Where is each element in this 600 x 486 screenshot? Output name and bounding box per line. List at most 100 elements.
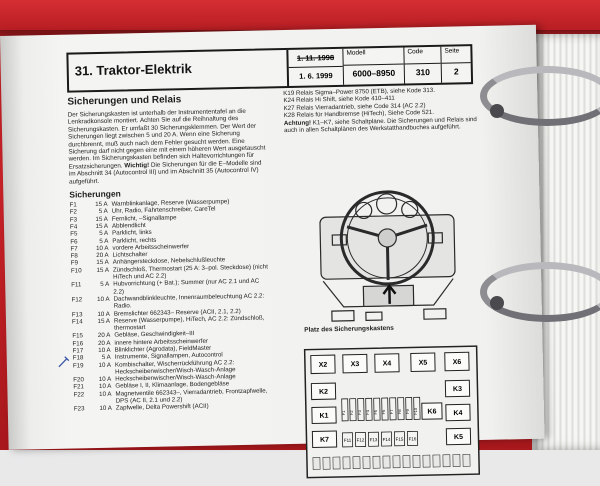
relay-k6: K6 (421, 402, 443, 420)
relay-k2-label: K2 (319, 389, 328, 396)
fuse-id: F11 (71, 281, 82, 289)
fuse-slot-label: F2 (349, 410, 354, 416)
page-header: 31. Traktor-Elektrik 1. 11. 1998 1. 6. 1… (66, 44, 474, 93)
fuse-amp: 10 A (98, 361, 111, 369)
fuse-slot-label: F13 (370, 437, 378, 442)
date-new: 1. 6. 1999 (299, 71, 333, 81)
warning-label: Wichtig! (124, 161, 150, 170)
terminal (402, 455, 411, 468)
fuse-id: F10 (70, 267, 82, 275)
pencil-mark-icon (58, 356, 70, 368)
relay-k4-label: K4 (453, 410, 462, 417)
fuse-amp: 5 A (100, 281, 110, 289)
terminal (322, 456, 331, 470)
right-column: K19 Relais Sigma–Power 8750 (ETB), siehe… (283, 86, 484, 135)
fuse-slot (397, 397, 405, 421)
relay-k2: K2 (310, 382, 337, 401)
fuse-slot-label: F10 (413, 407, 418, 415)
fuse-slot-label: F4 (365, 409, 370, 415)
fuse-slot (367, 431, 380, 447)
fuse-slot (405, 397, 413, 420)
punch-hole (490, 104, 504, 118)
relay-x5: X5 (410, 352, 436, 372)
seite-value: 2 (453, 66, 459, 77)
fuse-amp: 10 A (99, 390, 112, 398)
fuse-slot (373, 397, 381, 421)
relay-k5-label: K5 (454, 434, 463, 441)
terminal (362, 456, 371, 469)
fuse-slot (365, 397, 373, 421)
terminal (392, 455, 401, 469)
fuse-slot-label: F16 (409, 436, 417, 441)
relay-x2: X2 (310, 354, 336, 375)
fuse-id: F19 (72, 361, 84, 370)
terminal (352, 456, 361, 470)
fuse-slot (357, 398, 365, 421)
terminal (342, 456, 351, 470)
figure-caption: Platz des Sicherungskastens (304, 324, 394, 334)
binder-ring-bottom[interactable] (480, 262, 600, 322)
relay-x6: X6 (444, 351, 470, 372)
fuse-id: F23 (73, 405, 85, 413)
fuse-slot-label: F7 (389, 409, 394, 415)
relay-x4: X4 (374, 353, 400, 373)
fuse-slot-label: F5 (373, 409, 378, 415)
seite-label: Seite (441, 46, 471, 64)
fuse-slot (406, 430, 419, 446)
relay-x5-label: X5 (419, 360, 428, 367)
relay-x3: X3 (342, 353, 368, 374)
modell-value: 6000–8950 (352, 67, 396, 79)
fuse-slot-label: F15 (396, 437, 404, 442)
relay-k5: K5 (445, 427, 472, 446)
relay-x3-label: X3 (351, 361, 360, 368)
terminal (312, 457, 321, 470)
modell-label: Modell (343, 47, 404, 66)
terminal (462, 453, 471, 467)
relay-k6-label: K6 (427, 408, 436, 415)
fuse-id: F22 (73, 391, 85, 399)
relay-k7-label: K7 (320, 437, 329, 444)
relay-k3-label: K3 (453, 386, 462, 393)
terminal (422, 454, 431, 468)
binder-ring-top[interactable] (480, 66, 600, 126)
code-label: Code (404, 46, 441, 65)
dashboard-illustration (319, 190, 456, 322)
fuse-slot-label: F6 (381, 409, 386, 415)
relay-note-label: Achtung! (283, 119, 312, 127)
fuse-slot (381, 397, 389, 421)
fuse-slot (341, 398, 349, 422)
fuse-slot (349, 398, 357, 422)
fuse-slot-label: F9 (405, 408, 410, 414)
fuse-slot (389, 397, 397, 421)
fuse-slot-label: F3 (357, 409, 362, 415)
fuse-slot (393, 431, 406, 447)
terminal (412, 454, 421, 468)
relay-x6-label: X6 (453, 359, 462, 366)
fuse-slot-label: F8 (397, 409, 402, 415)
fuse-amp: 10 A (97, 295, 110, 303)
fuse-amp: 10 A (99, 405, 112, 413)
terminal (432, 454, 441, 468)
terminal (382, 455, 391, 469)
relay-note: Achtung! K1–K7, siehe Schaltpläne. Die S… (284, 116, 484, 135)
relay-x4-label: X4 (383, 360, 392, 367)
terminal (332, 456, 341, 470)
fuse-slot-label: F14 (383, 437, 391, 442)
terminal (442, 454, 451, 468)
seite-cell: Seite 2 (441, 46, 471, 83)
code-value: 310 (415, 67, 431, 78)
fuse-amp: 15 A (96, 266, 109, 274)
fuse-slot (341, 432, 354, 448)
code-cell: Code 310 (404, 46, 443, 84)
date-cell: 1. 11. 1998 1. 6. 1999 (288, 48, 345, 86)
fuse-slot (380, 431, 393, 447)
fuse-slot-label: F1 (341, 410, 346, 416)
terminal (372, 455, 381, 469)
fuse-slot-label: F11 (344, 438, 352, 443)
terminal (452, 454, 461, 467)
punch-hole (490, 296, 504, 310)
fuse-id: F12 (71, 296, 83, 304)
relay-k4: K4 (445, 403, 471, 422)
